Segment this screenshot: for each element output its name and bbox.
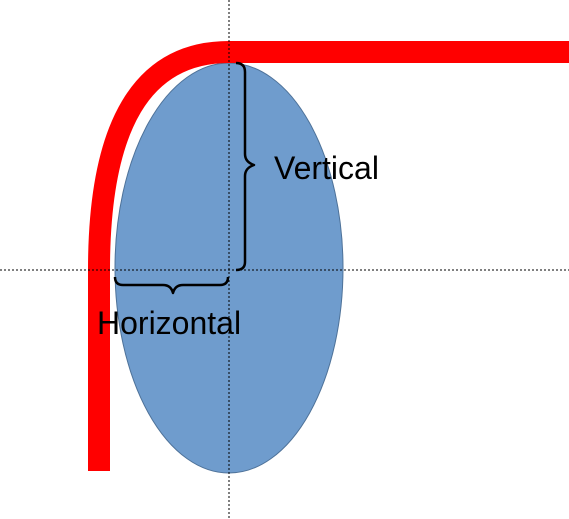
vertical-label: Vertical (274, 150, 379, 186)
vertical-brace (235, 61, 256, 272)
horizontal-brace (113, 276, 230, 295)
red-corner-curve (88, 41, 569, 471)
horizontal-label: Horizontal (97, 305, 241, 341)
